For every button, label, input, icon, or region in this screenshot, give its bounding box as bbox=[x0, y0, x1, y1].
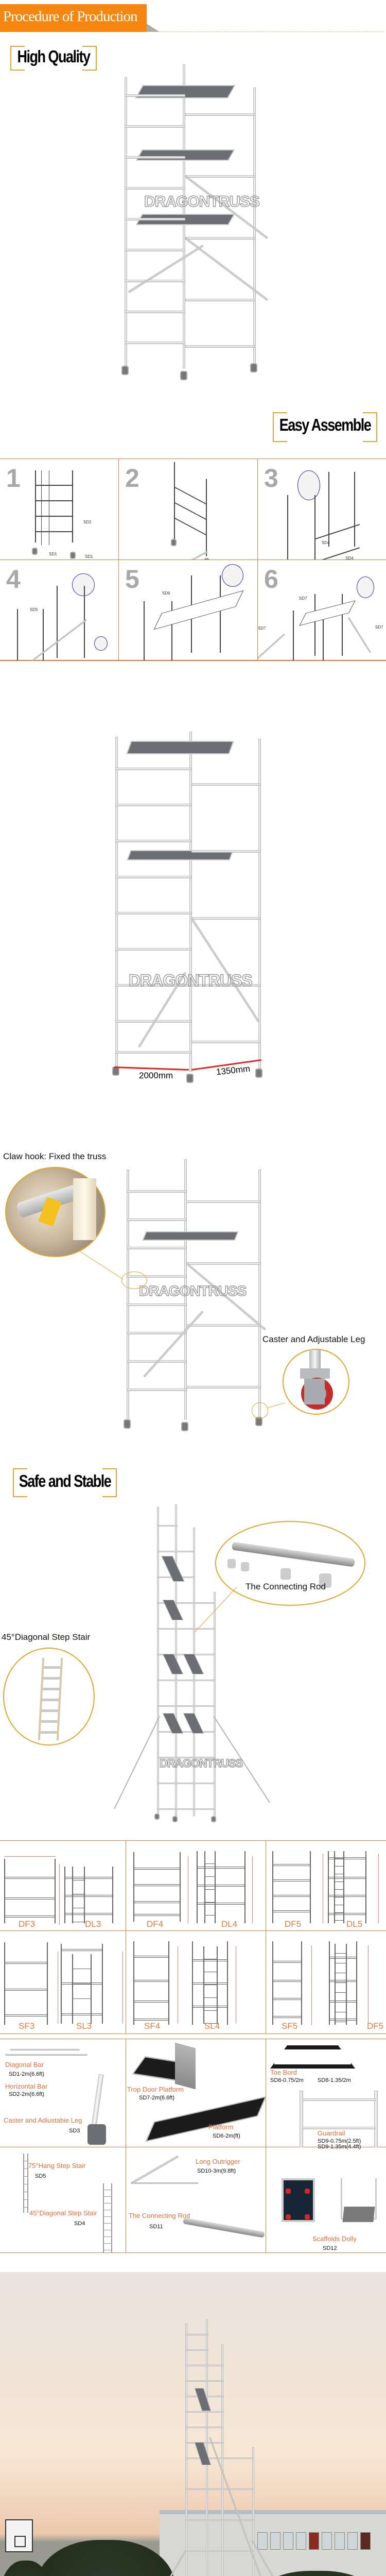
watermark: DRAGONTRUSS bbox=[144, 193, 260, 211]
dimension-length: 2000mm bbox=[139, 1071, 173, 1080]
callout-connecting-rod-label: The Connecting Rod bbox=[245, 1582, 326, 1591]
frame-spec-cell: DF3 DL3 bbox=[0, 1841, 126, 1931]
scaffold-details-image: DRAGONTRUSS bbox=[124, 1159, 268, 1431]
parts-cell-bars: Diagonal Bar SD1-2m(6.6ft) Horizontal Ba… bbox=[0, 2039, 126, 2147]
assembly-steps-grid: 1 SD2 SD1 SD1 2 3 bbox=[0, 459, 386, 661]
frame-spec-grid: DF3 DL3 DF4 DL4 DF5 DL5 bbox=[0, 1840, 386, 2034]
scaffold-dimension-image: DRAGONTRUSS bbox=[108, 732, 273, 1087]
banner-fold bbox=[147, 24, 160, 32]
frame-spec-cell: SF3 SL3 bbox=[0, 1931, 126, 2034]
assembly-step-4: 4 SD5 SD5 bbox=[0, 560, 119, 661]
parts-cell-stairs: 75°Hang Step Stair SD5 45°Diagonal Step … bbox=[0, 2147, 126, 2253]
watermark: DRAGONTRUSS bbox=[159, 1756, 243, 1770]
frame-spec-cell: DF4 DL4 bbox=[126, 1841, 266, 1931]
connecting-rod-detail-image bbox=[215, 1521, 365, 1606]
banner-title: Procedure of Production bbox=[3, 8, 137, 25]
assembly-step-5: 5 SD6 bbox=[119, 560, 258, 661]
callout-caster-label: Caster and Adjustable Leg bbox=[262, 1334, 365, 1344]
parts-cell-toeboard-guardrail: Toe Bord SD8-0.75/2m SD8-1.35/2m Guardra… bbox=[266, 2039, 386, 2150]
parts-cell-platforms: Trop Door Platform SD7-2m(6.6ft) Platfor… bbox=[126, 2039, 267, 2147]
watermark: DRAGONTRUSS bbox=[138, 1282, 247, 1299]
caster-highlight bbox=[252, 1402, 268, 1419]
assembly-step-2: 2 bbox=[119, 459, 258, 560]
leader-line bbox=[79, 1251, 124, 1280]
section-title-safe-and-stable: Safe and Stable bbox=[13, 1468, 117, 1497]
tall-scaffold-image: DRAGONTRUSS bbox=[82, 1504, 304, 1824]
frame-spec-cell: DF5 DL5 bbox=[266, 1841, 386, 1931]
scaffold-tower-image: DRAGONTRUSS bbox=[118, 64, 268, 380]
parts-catalog: Diagonal Bar SD1-2m(6.6ft) Horizontal Ba… bbox=[0, 2039, 386, 2255]
leader-line bbox=[267, 1402, 285, 1408]
dashed-divider bbox=[147, 31, 383, 32]
claw-hook-detail-image bbox=[5, 1167, 106, 1257]
section-title-easy-assemble: Easy Assemble bbox=[273, 412, 377, 442]
frame-spec-cell: SF5 DF5 bbox=[266, 1931, 386, 2034]
building bbox=[160, 2510, 386, 2576]
callout-diagonal-stair-label: 45°Diagonal Step Stair bbox=[2, 1632, 91, 1642]
section-title-high-quality: High Quality bbox=[10, 46, 97, 71]
claw-hook-highlight bbox=[121, 1272, 147, 1289]
parts-cell-dolly: Scaffolds Dolly SD12 bbox=[266, 2147, 386, 2253]
assembly-step-1: 1 SD2 SD1 SD1 bbox=[0, 459, 119, 560]
callout-claw-hook-label: Claw hook: Fixed the truss bbox=[3, 1151, 107, 1161]
section-banner: Procedure of Production bbox=[0, 4, 147, 32]
parts-cell-outrigger-rod: Long Outrigger SD10-3m(9.8ft) The Connec… bbox=[126, 2147, 266, 2253]
scaffold-site-photo: DRAGONTRUSS bbox=[0, 2272, 386, 2576]
diagonal-stair-detail-image bbox=[3, 1648, 95, 1745]
photo-scaffold-tower bbox=[125, 2319, 323, 2576]
assembly-step-6: 6 SD7 SD7 SD7 SD7 bbox=[258, 560, 386, 661]
frame-spec-cell: SF4 SL4 bbox=[126, 1931, 266, 2034]
watermark: DRAGONTRUSS bbox=[128, 971, 253, 990]
basketball-hoop bbox=[5, 2519, 33, 2552]
assembly-step-3: 3 SD4 SD4 bbox=[258, 459, 386, 560]
caster-detail-image bbox=[283, 1349, 349, 1415]
